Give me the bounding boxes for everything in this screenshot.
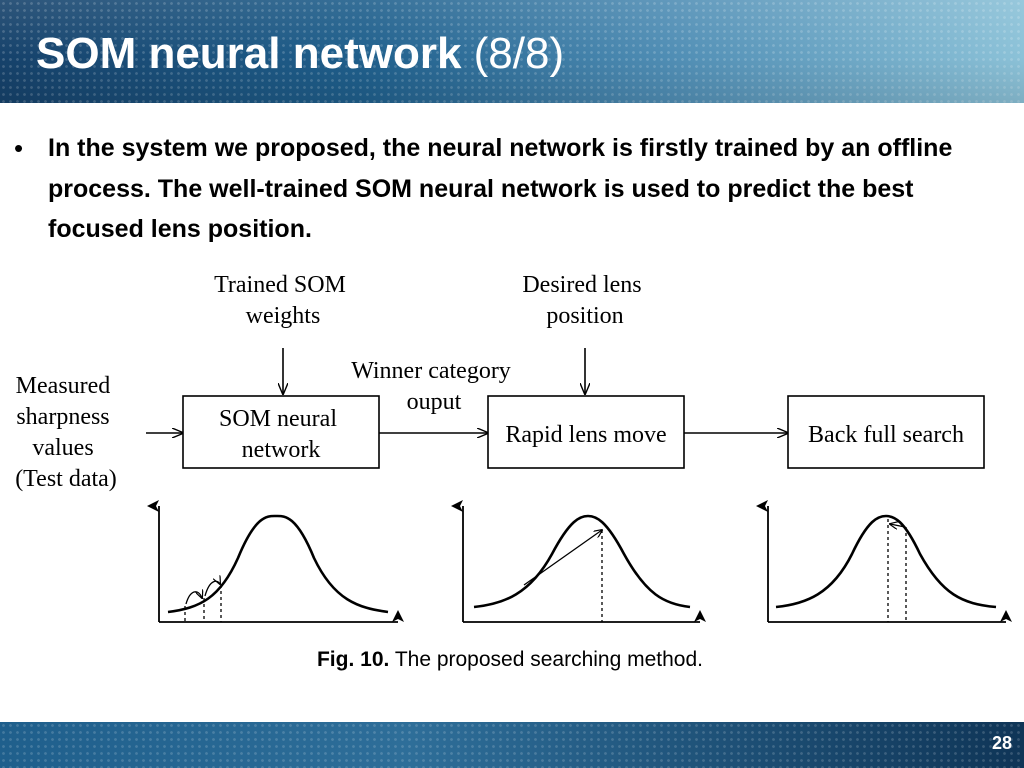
plot-3-back-arrow (890, 524, 906, 527)
winner-category-line-1: Winner category (351, 358, 511, 384)
measured-sharpness-line-4: (Test data) (15, 466, 117, 492)
bullet-item: • In the system we proposed, the neural … (14, 128, 1004, 250)
flow-diagram: Trained SOM weights Desired lens positio… (15, 272, 1012, 623)
measured-sharpness-line-3: values (32, 435, 93, 461)
sharpness-plot-1 (147, 500, 404, 623)
measured-sharpness-label: Measured sharpness values (Test data) (15, 373, 117, 492)
sharpness-plot-2 (451, 500, 706, 623)
som-network-box (182, 395, 380, 469)
desired-lens-position-label: Desired lens position (522, 272, 647, 329)
plot-2-jump-arrow (523, 530, 602, 586)
winner-category-label: Winner category ouput (351, 358, 517, 415)
slide-title: SOM neural network (8/8) (36, 26, 564, 82)
measured-sharpness-line-2: sharpness (16, 404, 109, 430)
footer-dot-pattern (0, 722, 1024, 768)
slide-title-main: SOM neural network (36, 29, 462, 78)
back-full-search-box (787, 395, 985, 469)
slide-title-part: (8/8) (473, 29, 565, 78)
plot-1-step-2 (204, 581, 220, 597)
figure-caption: Fig. 10. The proposed searching method. (0, 648, 1020, 672)
trained-som-weights-line-1: Trained SOM (214, 272, 346, 298)
desired-lens-position-line-2: position (546, 303, 623, 329)
figure-caption-text: The proposed searching method. (394, 648, 704, 671)
trained-som-weights-line-2: weights (246, 303, 321, 329)
bullet-text: In the system we proposed, the neural ne… (48, 134, 953, 243)
title-dot-pattern (0, 0, 1024, 103)
som-network-box-label: SOM neural network (219, 406, 343, 463)
trained-som-weights-label: Trained SOM weights (214, 272, 352, 329)
plot-1-step-1 (185, 592, 202, 605)
desired-lens-position-line-1: Desired lens (522, 272, 641, 298)
som-network-line-2: network (242, 437, 321, 463)
plot-3-curve (775, 514, 997, 609)
sharpness-plot-3 (756, 500, 1012, 623)
back-full-search-label: Back full search (808, 422, 964, 448)
plot-2-curve (473, 514, 691, 609)
figure-caption-label: Fig. 10. (316, 648, 390, 671)
title-sheen (0, 0, 1024, 103)
winner-category-line-2: ouput (407, 389, 462, 415)
som-network-line-1: SOM neural (219, 406, 337, 432)
bullet-marker: • (14, 133, 24, 163)
footer-bar: 28 (0, 722, 1024, 768)
title-bar: SOM neural network (8/8) (0, 0, 1024, 103)
plot-1-curve (167, 514, 389, 614)
rapid-lens-move-label: Rapid lens move (505, 422, 666, 448)
rapid-lens-move-box (487, 395, 685, 469)
measured-sharpness-line-1: Measured (16, 373, 111, 399)
page-number: 28 (991, 733, 1012, 753)
